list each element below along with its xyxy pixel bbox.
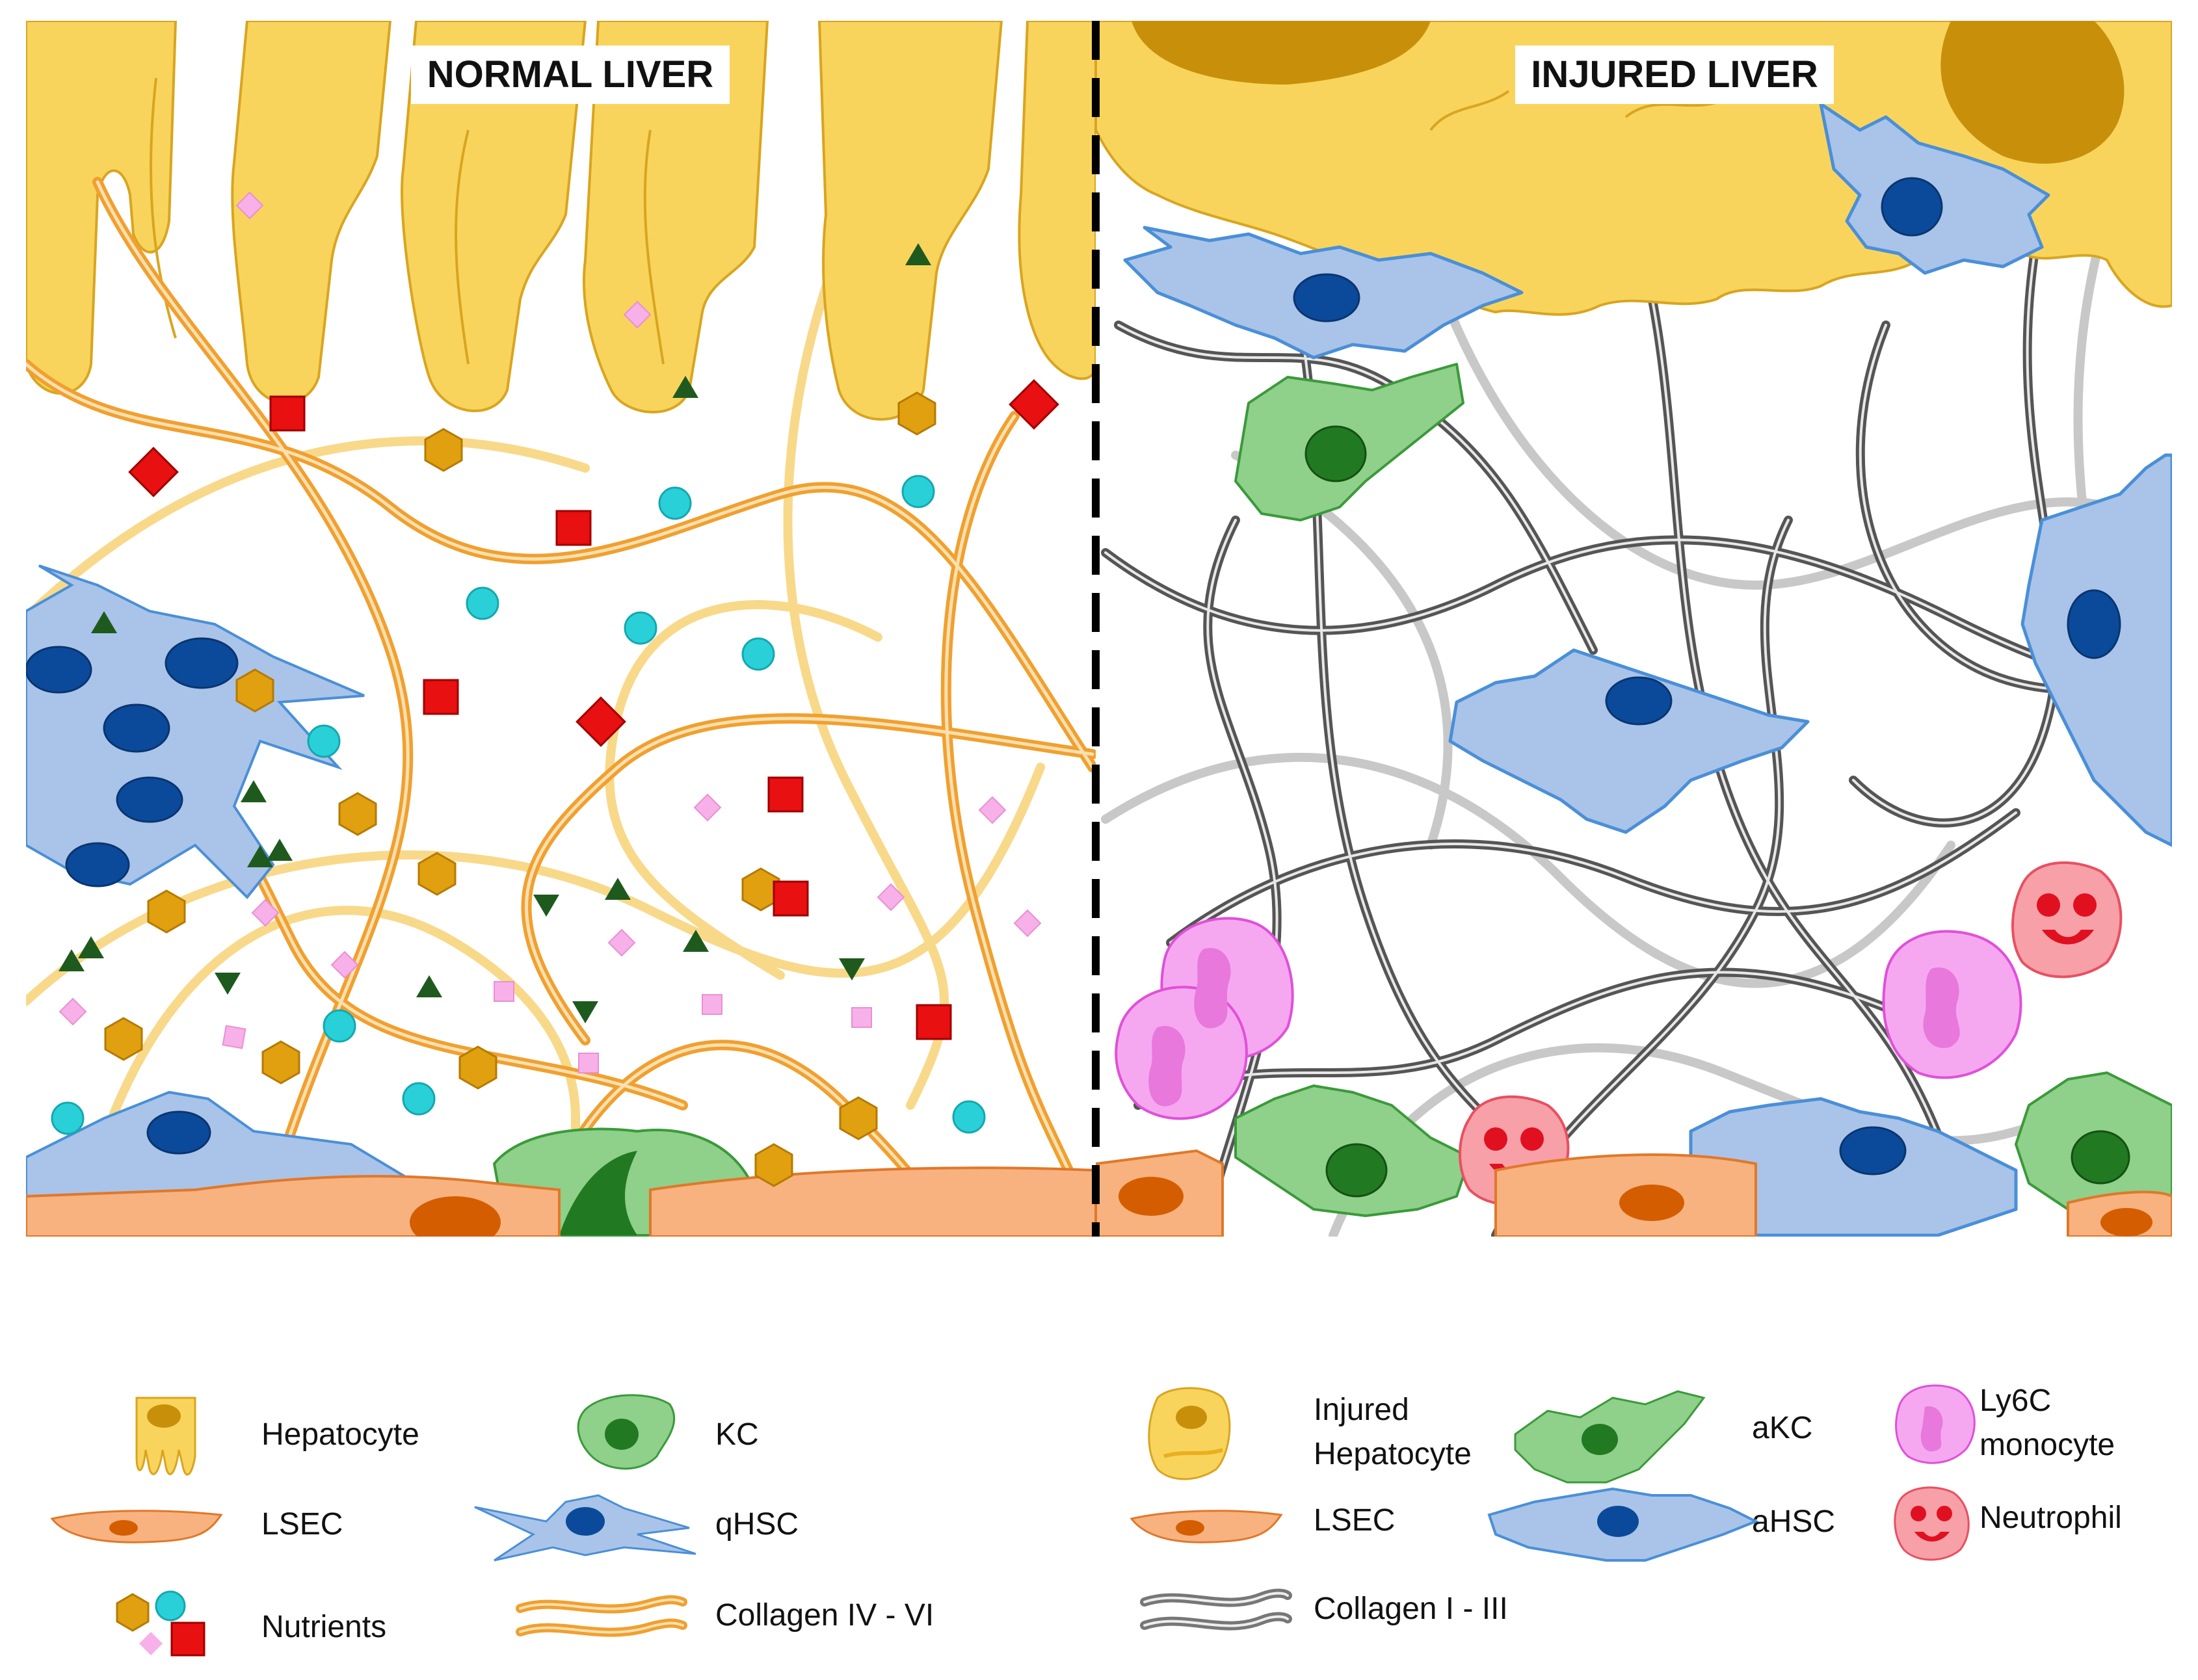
injured-liver-title-text: INJURED LIVER: [1531, 53, 1818, 96]
normal-liver-panel: [26, 21, 1096, 1237]
collagen-iv-vi-legend-icon: [516, 1595, 687, 1637]
nutrients-triangles: [59, 243, 931, 1023]
lsec-nuclei-injured: [1119, 1177, 2152, 1237]
injured-hepatocyte-legend-label-line1: Injured: [1314, 1393, 1409, 1427]
collagen-iv-vi-legend-label: Collagen IV - VI: [715, 1598, 934, 1633]
ly6c-monocyte-legend-label-line1: Ly6C: [1980, 1384, 2051, 1418]
ahsc-nuclei: [1293, 177, 2121, 1175]
akc-legend-label: aKC: [1752, 1411, 1812, 1445]
qhsc-nuclei: [26, 637, 239, 1155]
lsec-legend-icon: [50, 1510, 223, 1543]
injured-hepatocyte-legend-label-line2: Hepatocyte: [1314, 1437, 1472, 1471]
normal-liver-title-text: NORMAL LIVER: [427, 53, 713, 96]
neutrophil-legend-icon: [1894, 1486, 1970, 1561]
qhsc-legend-label: qHSC: [715, 1507, 799, 1542]
nutrients-squares: [128, 379, 1059, 1040]
lsec-legend-label: LSEC: [261, 1507, 343, 1542]
ly6c-monocytes: [1115, 917, 2022, 1120]
collagen-i-iii-legend-icon: [1140, 1588, 1292, 1631]
nutrients-hexagons: [104, 391, 936, 1187]
lsec-injured-legend-icon: [1130, 1510, 1283, 1543]
kc-legend-label: KC: [715, 1417, 759, 1452]
hepatocyte-legend-label: Hepatocyte: [261, 1417, 419, 1452]
hepatocyte-legend-icon: [135, 1397, 196, 1476]
akc-nuclei: [1304, 425, 2130, 1198]
ahsc-legend-label: aHSC: [1752, 1504, 1835, 1539]
kc-legend-icon: [577, 1394, 676, 1470]
hepatocytes: [26, 21, 1096, 421]
neutrophil-legend-label: Neutrophil: [1980, 1501, 2122, 1535]
ahsc-legend-icon: [1487, 1487, 1759, 1562]
injured-hepatocyte-legend-icon: [1148, 1387, 1231, 1480]
injured-liver-panel: [1096, 21, 2172, 1237]
nutrients-diamonds: [59, 191, 1042, 1073]
nutrients-legend-icon: [116, 1590, 205, 1657]
legend: Hepatocyte LSEC Nutrients KC qHSC: [50, 1384, 2122, 1657]
injured-liver-title: INJURED LIVER: [1515, 46, 1834, 104]
qhsc-legend-icon: [474, 1494, 696, 1562]
lsec-injured-legend-label: LSEC: [1314, 1503, 1395, 1538]
ly6c-monocyte-legend-icon: [1895, 1384, 1976, 1464]
nutrients-circles: [51, 475, 986, 1135]
lsec-nucleus: [410, 1196, 501, 1237]
normal-liver-title: NORMAL LIVER: [411, 46, 730, 104]
ly6c-monocyte-legend-label-line2: monocyte: [1980, 1428, 2115, 1462]
akc-legend-icon: [1514, 1390, 1706, 1484]
collagen-i-iii-legend-label: Collagen I - III: [1314, 1592, 1508, 1626]
nutrients-legend-label: Nutrients: [261, 1610, 386, 1644]
